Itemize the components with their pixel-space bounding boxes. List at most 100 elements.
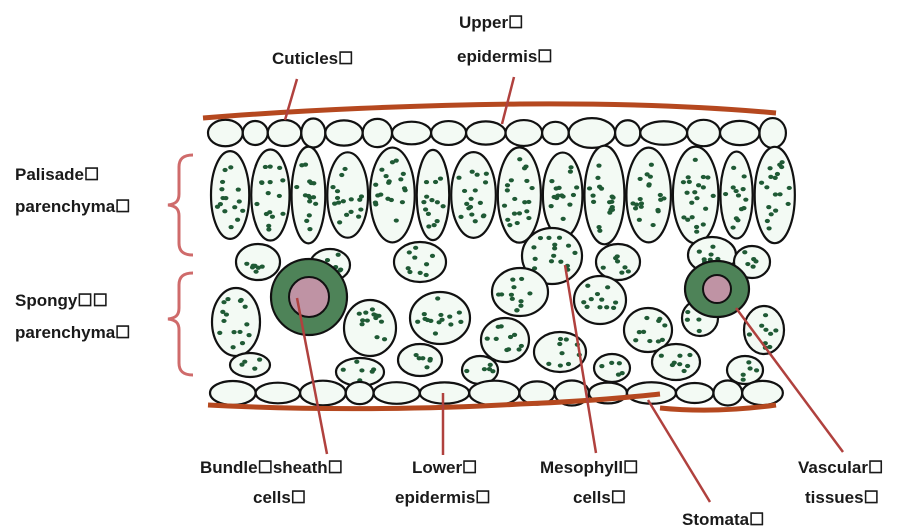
chloroplast-dot bbox=[693, 158, 698, 162]
chloroplast-dot bbox=[505, 188, 510, 192]
chloroplast-dot bbox=[422, 312, 427, 316]
chloroplast-dot bbox=[619, 270, 624, 274]
chloroplast-dot bbox=[436, 320, 441, 324]
chloroplast-dot bbox=[681, 180, 686, 184]
chloroplast-dot bbox=[741, 378, 746, 382]
chloroplast-dot bbox=[697, 250, 702, 254]
chloroplast-dot bbox=[731, 185, 736, 189]
chloroplast-dot bbox=[398, 177, 403, 181]
chloroplast-dot bbox=[359, 368, 364, 372]
chloroplast-dot bbox=[478, 201, 483, 205]
chloroplast-dot bbox=[647, 182, 652, 186]
chloroplast-dot bbox=[557, 342, 562, 346]
chloroplast-dot bbox=[571, 193, 576, 197]
chloroplast-dot bbox=[558, 260, 563, 264]
chloroplast-dot bbox=[703, 207, 708, 211]
upper-epidermis-cell bbox=[687, 120, 720, 146]
mesophyll-cell bbox=[394, 242, 446, 282]
chloroplast-dot bbox=[559, 351, 564, 355]
chloroplast-dot bbox=[524, 209, 529, 213]
chloroplast-dot bbox=[341, 368, 346, 372]
chloroplast-dot bbox=[420, 356, 425, 360]
chloroplast-dot bbox=[224, 312, 229, 316]
upper-epidermis-cell bbox=[542, 122, 569, 144]
chloroplast-dot bbox=[787, 186, 792, 190]
chloroplast-dot bbox=[692, 190, 697, 194]
chloroplast-dot bbox=[426, 212, 431, 216]
chloroplast-dot bbox=[610, 195, 615, 199]
chloroplast-dot bbox=[426, 224, 431, 228]
chloroplast-dot bbox=[549, 204, 554, 208]
chloroplast-dot bbox=[496, 292, 501, 296]
chloroplast-dot bbox=[379, 168, 384, 172]
chloroplast-dot bbox=[494, 337, 499, 341]
chloroplast-dot bbox=[307, 227, 312, 231]
chloroplast-dot bbox=[458, 320, 463, 324]
chloroplast-dot bbox=[496, 325, 501, 329]
chloroplast-dot bbox=[374, 335, 379, 339]
chloroplast-dot bbox=[637, 330, 642, 334]
chloroplast-dot bbox=[373, 200, 378, 204]
upper-epidermis-cell bbox=[759, 118, 785, 148]
chloroplast-dot bbox=[705, 175, 710, 179]
upper-epidermis-cell bbox=[243, 121, 268, 145]
chloroplast-dot bbox=[546, 236, 551, 240]
chloroplast-dot bbox=[546, 362, 551, 366]
chloroplast-dot bbox=[464, 202, 469, 206]
chloroplast-dot bbox=[342, 167, 347, 171]
chloroplast-dot bbox=[433, 180, 438, 184]
spongy-brace bbox=[168, 273, 193, 375]
chloroplast-dot bbox=[723, 192, 728, 196]
upper-epidermis-cell bbox=[569, 118, 615, 148]
lower-epidermis-cell bbox=[346, 382, 374, 404]
chloroplast-dot bbox=[779, 165, 784, 169]
chloroplast-dot bbox=[742, 174, 747, 178]
chloroplast-dot bbox=[414, 353, 419, 357]
lower-epidermis-cell bbox=[742, 381, 783, 405]
chloroplast-dot bbox=[568, 165, 573, 169]
chloroplast-dot bbox=[341, 199, 346, 203]
chloroplast-dot bbox=[745, 262, 750, 266]
chloroplast-dot bbox=[558, 337, 563, 341]
chloroplast-dot bbox=[768, 332, 773, 336]
chloroplast-dot bbox=[672, 361, 677, 365]
palisade-cell bbox=[451, 152, 496, 238]
chloroplast-dot bbox=[469, 212, 474, 216]
chloroplast-dot bbox=[505, 218, 510, 222]
chloroplast-dot bbox=[626, 269, 631, 273]
chloroplast-dot bbox=[566, 362, 571, 366]
chloroplast-dot bbox=[767, 345, 772, 349]
chloroplast-dot bbox=[595, 292, 600, 296]
mesophyll-cell bbox=[594, 354, 630, 382]
chloroplast-dot bbox=[567, 203, 572, 207]
palisade-cell bbox=[584, 146, 624, 245]
chloroplast-dot bbox=[433, 331, 438, 335]
chloroplast-dot bbox=[373, 183, 378, 187]
chloroplast-dot bbox=[429, 198, 434, 202]
chloroplast-dot bbox=[701, 175, 706, 179]
chloroplast-dot bbox=[524, 179, 529, 183]
chloroplast-dot bbox=[370, 307, 375, 311]
chloroplast-dot bbox=[222, 168, 227, 172]
chloroplast-dot bbox=[564, 337, 569, 341]
chloroplast-dot bbox=[307, 199, 312, 203]
chloroplast-dot bbox=[235, 218, 240, 222]
chloroplast-dot bbox=[773, 176, 778, 180]
chloroplast-dot bbox=[244, 322, 249, 326]
chloroplast-dot bbox=[512, 197, 517, 201]
mesophyll-cell bbox=[212, 288, 260, 356]
chloroplast-dot bbox=[526, 200, 531, 204]
chloroplast-dot bbox=[240, 209, 245, 213]
chloroplast-dot bbox=[237, 330, 242, 334]
chloroplast-dot bbox=[432, 223, 437, 227]
chloroplast-dot bbox=[549, 179, 554, 183]
label-upper-epidermis: Upper☐ epidermis☐ bbox=[457, 13, 553, 66]
upper-epidermis-cell bbox=[466, 121, 505, 144]
vascular-tissue-core bbox=[289, 277, 329, 317]
upper-epidermis-cell bbox=[268, 120, 302, 146]
chloroplast-dot bbox=[468, 205, 473, 209]
chloroplast-dot bbox=[768, 175, 773, 179]
chloroplast-dot bbox=[438, 313, 443, 317]
chloroplast-dot bbox=[335, 196, 340, 200]
